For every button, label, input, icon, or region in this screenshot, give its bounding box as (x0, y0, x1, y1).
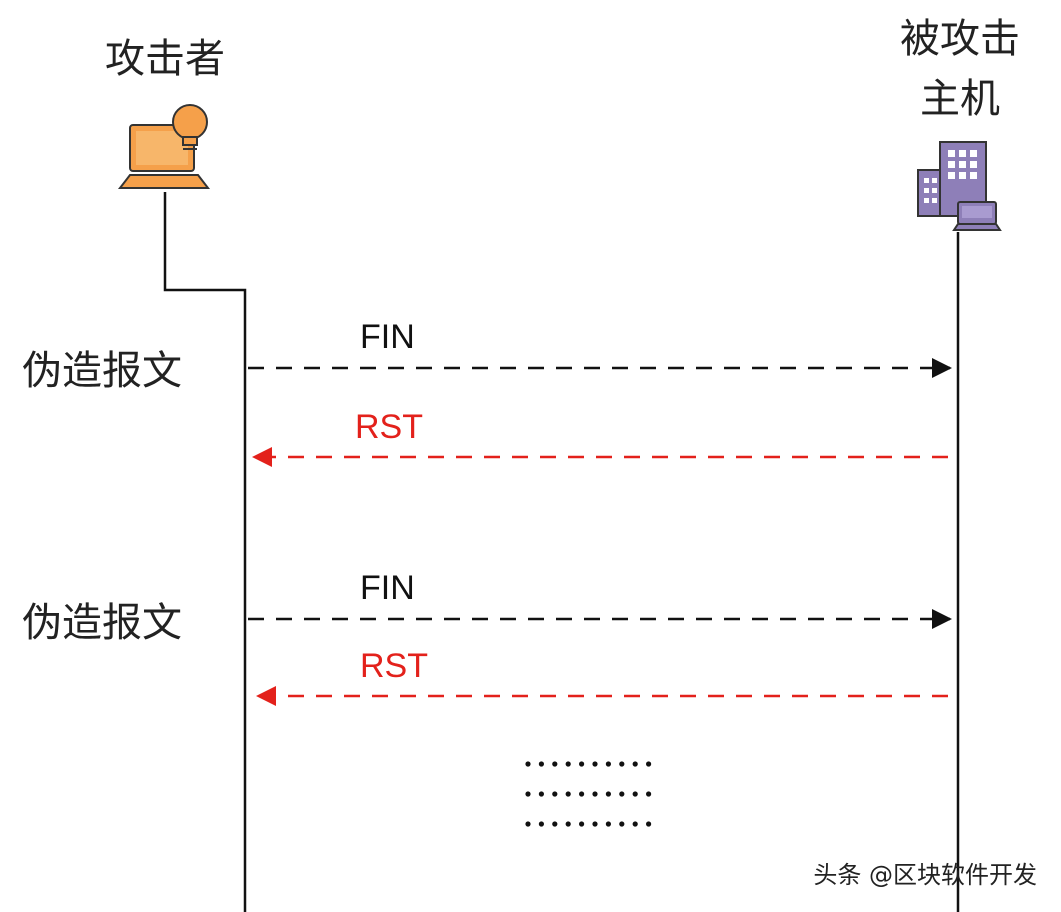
ellipsis-dot (579, 761, 585, 767)
ellipsis-dot (538, 821, 545, 827)
ellipsis-dot (538, 791, 545, 797)
victim-label-line2: 主机 (920, 76, 1000, 122)
ellipsis-dot (605, 761, 612, 767)
ellipsis-dot (632, 821, 638, 827)
server-building-icon (917, 141, 1002, 231)
ellipsis-dot (525, 821, 531, 827)
ellipsis-dot (565, 761, 571, 767)
ellipsis-dot (646, 791, 652, 797)
ellipsis-dot (525, 791, 531, 797)
ellipsis-dot (619, 821, 625, 827)
message-label-1: FIN (360, 318, 415, 356)
message-label-2: RST (355, 408, 423, 446)
watermark: 头条 @区块软件开发 (813, 861, 1037, 889)
ellipsis-dot (646, 761, 652, 767)
ellipsis-dot (525, 761, 531, 767)
laptop-bulb-icon (117, 104, 211, 189)
ellipsis-dot (565, 821, 571, 827)
ellipsis-dot (619, 791, 625, 797)
ellipsis-dot (592, 821, 598, 827)
step-label-1: 伪造报文 (22, 348, 182, 394)
ellipsis-dot (579, 821, 585, 827)
step-label-3: 伪造报文 (22, 600, 182, 646)
ellipsis-dot (552, 791, 558, 797)
ellipsis-dot (632, 761, 638, 767)
ellipsis-dot (552, 761, 558, 767)
ellipsis-dot (646, 821, 652, 827)
ellipsis-dot (619, 761, 625, 767)
ellipsis-dot (565, 791, 571, 797)
message-label-4: RST (360, 647, 428, 685)
victim-label-line1: 被攻击 (900, 16, 1020, 62)
ellipsis-dot (552, 821, 558, 827)
ellipsis-dot (605, 791, 612, 797)
ellipsis-dot (579, 791, 585, 797)
ellipsis-dot (592, 791, 598, 797)
ellipsis-dot (592, 761, 598, 767)
ellipsis-dot (605, 821, 612, 827)
attacker-label: 攻击者 (105, 36, 225, 82)
ellipsis-dot (632, 791, 638, 797)
ellipsis-dots-icon (525, 761, 652, 827)
message-label-3: FIN (360, 569, 415, 607)
ellipsis-dot (538, 761, 545, 767)
attacker-lifeline (163, 192, 247, 912)
